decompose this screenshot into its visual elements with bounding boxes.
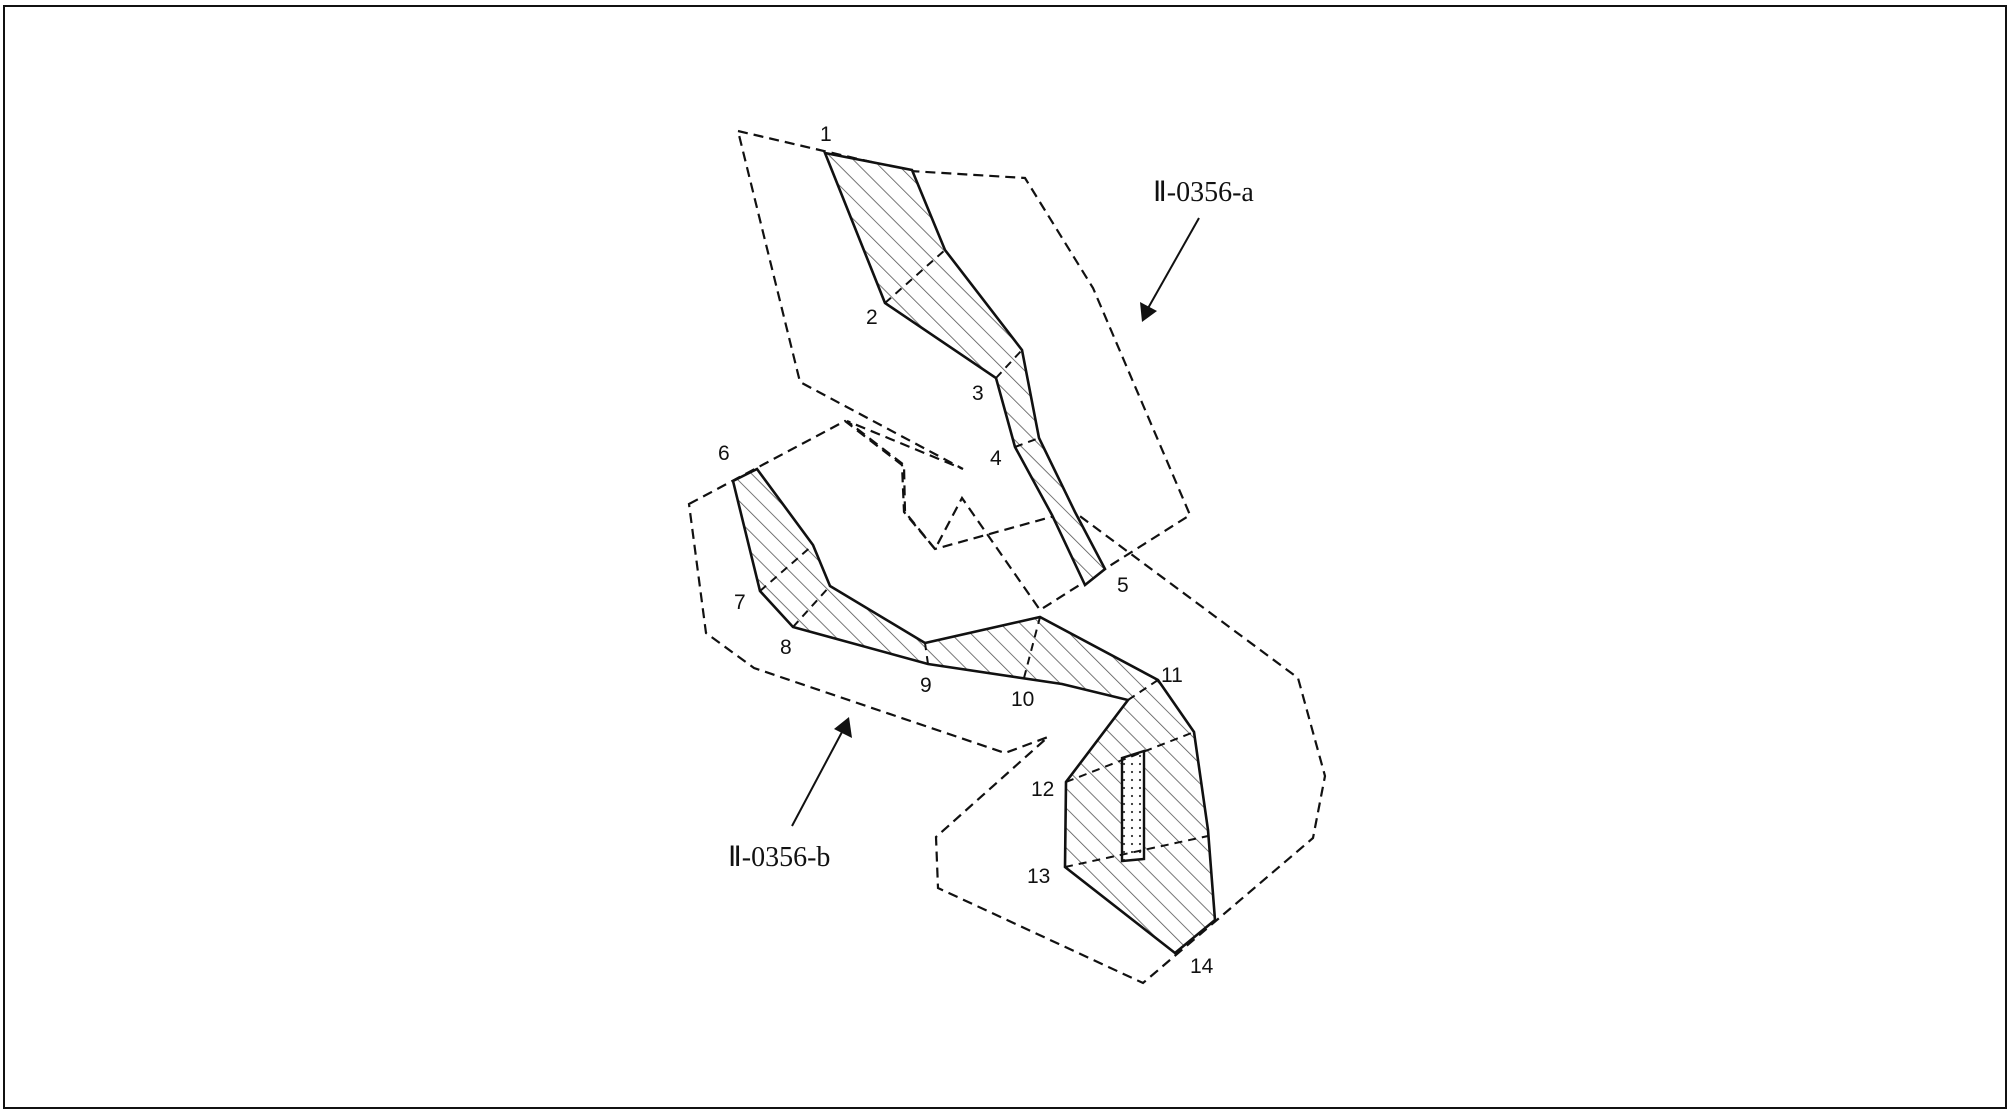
zone-label-b: Ⅱ-0356-b	[728, 842, 830, 873]
point-label-13: 13	[1027, 865, 1050, 888]
section-line-12	[1065, 731, 1195, 783]
hatched-zone-a	[822, 151, 1107, 588]
section-line-8	[792, 585, 831, 628]
section-line-13	[1064, 835, 1209, 868]
point-label-14: 14	[1190, 955, 1214, 978]
point-label-12: 12	[1031, 778, 1054, 801]
point-label-1: 1	[820, 123, 832, 146]
point-label-5: 5	[1117, 574, 1129, 597]
section-line-10	[1023, 616, 1041, 679]
point-label-9: 9	[920, 674, 932, 697]
hatched-zone-b	[731, 467, 1217, 955]
point-label-4: 4	[990, 447, 1002, 470]
point-label-8: 8	[780, 636, 792, 659]
zone-label-a: Ⅱ-0356-a	[1153, 177, 1254, 208]
section-line-7	[759, 544, 814, 592]
section-line-11	[1127, 679, 1159, 701]
section-line-3	[995, 349, 1023, 379]
dotted-strip	[1120, 749, 1146, 863]
point-label-3: 3	[972, 382, 984, 405]
point-label-6: 6	[718, 442, 730, 465]
point-label-10: 10	[1011, 688, 1034, 711]
section-line-4	[1014, 437, 1040, 448]
arrow-b-line	[791, 731, 843, 827]
frame-border	[3, 5, 2007, 1109]
arrow-a-head	[1140, 302, 1157, 322]
point-label-11: 11	[1161, 664, 1183, 687]
point-label-7: 7	[734, 591, 746, 614]
section-line-9	[924, 642, 929, 665]
point-label-2: 2	[866, 306, 878, 329]
boundary-b	[687, 419, 1327, 985]
arrow-a-line	[1146, 217, 1200, 311]
boundary-a	[736, 129, 1192, 612]
arrow-b-head	[834, 717, 852, 738]
